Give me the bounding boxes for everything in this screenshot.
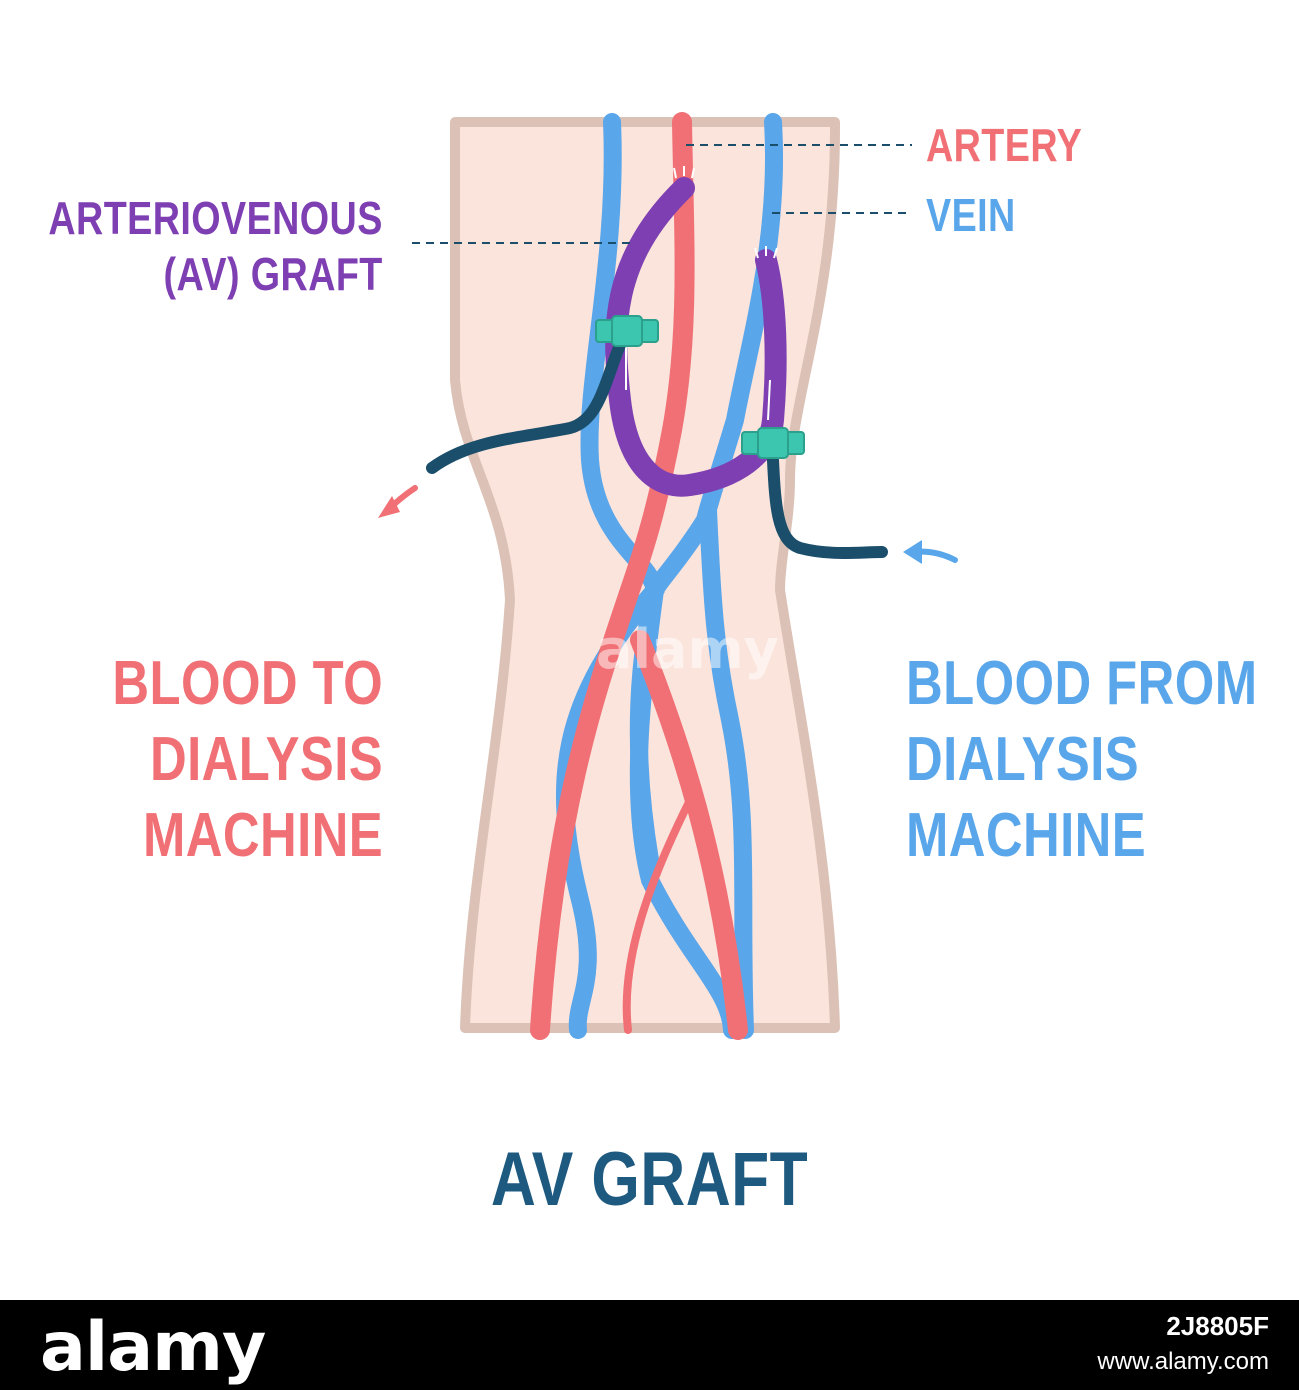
vein-right bbox=[629, 113, 784, 1039]
diagram-title: AV GRAFT bbox=[490, 1137, 809, 1222]
vein-label: VEIN bbox=[926, 189, 1016, 241]
image-id: 2J8805F bbox=[1166, 1311, 1269, 1341]
artery-thin bbox=[622, 796, 694, 1034]
blood-to-line3: MACHINE bbox=[142, 801, 383, 870]
tube-to-machine bbox=[426, 334, 628, 474]
needle-hub-left bbox=[595, 315, 659, 347]
av-graft-label-line2: (AV) GRAFT bbox=[163, 248, 383, 300]
av-graft-label: ARTERIOVENOUS (AV) GRAFT bbox=[49, 190, 383, 302]
av-graft-illustration bbox=[378, 112, 958, 1040]
artery-label: ARTERY bbox=[926, 119, 1083, 171]
vein-group bbox=[555, 113, 784, 1039]
av-graft-label-line1: ARTERIOVENOUS bbox=[48, 192, 383, 244]
alamy-logo: alamy bbox=[40, 1308, 266, 1387]
arrow-from-machine bbox=[903, 540, 958, 564]
arrow-to-machine bbox=[378, 485, 418, 518]
needle-hub-right bbox=[741, 427, 805, 459]
vein-branch-center bbox=[629, 581, 664, 869]
blood-from-machine-label: BLOOD FROM DIALYSIS MACHINE bbox=[906, 646, 1257, 874]
site-url: www.alamy.com bbox=[1097, 1348, 1269, 1375]
artery-group bbox=[530, 112, 748, 1040]
artery-branch bbox=[630, 630, 748, 1040]
watermark: alamy bbox=[596, 618, 779, 681]
footer-info: 2J8805F www.alamy.com bbox=[1097, 1308, 1269, 1380]
blood-from-line3: MACHINE bbox=[906, 801, 1147, 870]
blood-to-machine-label: BLOOD TO DIALYSIS MACHINE bbox=[112, 646, 383, 874]
tube-from-machine bbox=[766, 434, 888, 559]
vein-branch-right bbox=[699, 501, 754, 1039]
blood-to-line2: DIALYSIS bbox=[149, 725, 383, 794]
av-graft-loop bbox=[605, 177, 787, 497]
blood-to-line1: BLOOD TO bbox=[112, 649, 383, 718]
artery-main bbox=[530, 112, 695, 1040]
blood-from-line2: DIALYSIS bbox=[906, 725, 1140, 794]
leader-lines bbox=[412, 144, 912, 244]
blood-from-line1: BLOOD FROM bbox=[906, 649, 1258, 718]
stock-footer-bar: alamy 2J8805F www.alamy.com bbox=[0, 1300, 1299, 1390]
